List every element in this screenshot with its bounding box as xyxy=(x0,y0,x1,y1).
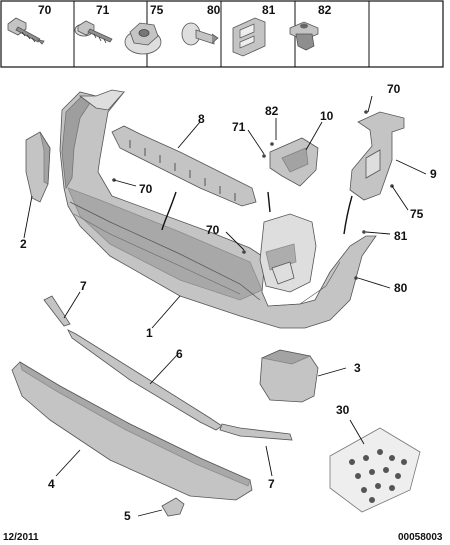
right-corner-part-3 xyxy=(259,349,319,403)
header-number-81: 81 xyxy=(262,3,276,17)
clip-kit-part-30 xyxy=(329,427,421,513)
nut-icon xyxy=(124,22,162,55)
left-corner-part-2 xyxy=(25,131,51,203)
header-number-71: 71 xyxy=(96,3,110,17)
header-number-75: 75 xyxy=(150,3,164,17)
callout-75: 75 xyxy=(410,207,424,221)
callout-80: 80 xyxy=(394,281,408,295)
callout-70-middle: 70 xyxy=(206,223,220,237)
cap-part-5 xyxy=(161,497,185,517)
callout-1: 1 xyxy=(146,326,153,340)
callout-10: 10 xyxy=(320,109,334,123)
lower-valance-part-4 xyxy=(11,361,253,501)
callout-8: 8 xyxy=(198,112,205,126)
trim-strip-part-6 xyxy=(67,329,223,431)
footer-date: 12/2011 xyxy=(3,532,39,543)
callout-9: 9 xyxy=(430,167,437,181)
callout-81: 81 xyxy=(394,229,408,243)
trim-strip-part-7-right xyxy=(219,423,293,441)
callout-7-upper: 7 xyxy=(80,279,87,293)
screw-icon xyxy=(7,17,45,45)
callout-70-top-right: 70 xyxy=(387,82,401,96)
callout-5: 5 xyxy=(124,509,131,523)
header-number-80: 80 xyxy=(207,3,221,17)
callout-30: 30 xyxy=(336,403,350,417)
callout-71: 71 xyxy=(232,120,246,134)
expansion-nut-icon xyxy=(289,21,319,51)
header-number-70: 70 xyxy=(38,3,52,17)
callout-3: 3 xyxy=(354,361,361,375)
leader-lines xyxy=(23,95,427,517)
support-beam-part-8 xyxy=(111,125,257,207)
callout-2: 2 xyxy=(20,237,27,251)
side-bracket-part-9 xyxy=(349,111,405,201)
fastener-header: 70 71 75 80 81 82 xyxy=(0,0,444,68)
screw-collar-icon xyxy=(74,20,113,44)
callout-7-lower: 7 xyxy=(268,477,275,491)
push-rivet-icon xyxy=(181,22,219,46)
callout-70-upper: 70 xyxy=(139,182,153,196)
header-number-82: 82 xyxy=(318,3,332,17)
footer-reference: 00058003 xyxy=(398,532,443,543)
bracket-part-10 xyxy=(269,137,319,187)
bumper-shell-part-1 xyxy=(59,89,377,329)
bracket-clip-icon xyxy=(232,17,266,57)
trim-strip-part-7-left xyxy=(43,295,71,327)
callout-82: 82 xyxy=(265,104,279,118)
callout-6: 6 xyxy=(176,347,183,361)
callout-4: 4 xyxy=(48,477,55,491)
